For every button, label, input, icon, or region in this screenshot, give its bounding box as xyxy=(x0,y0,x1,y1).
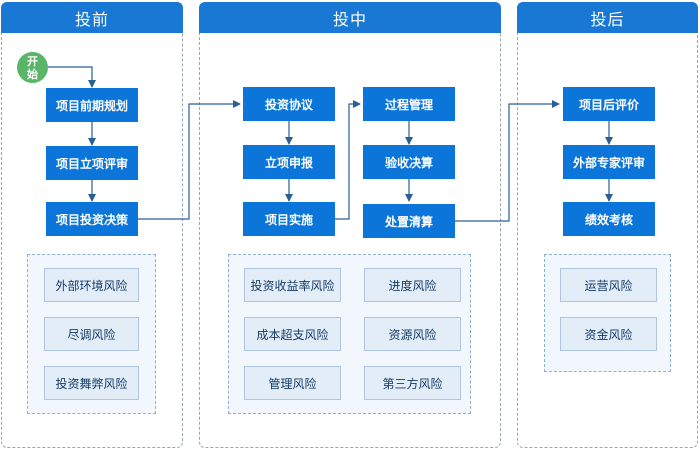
risk-mid-cost-overrun: 成本超支风险 xyxy=(244,317,341,351)
step-mid-liquidation: 处置清算 xyxy=(363,204,455,238)
step-mid-acceptance: 验收决算 xyxy=(363,145,455,179)
phase-mid-header: 投中 xyxy=(199,2,501,33)
phase-pre-header: 投前 xyxy=(1,2,183,33)
step-post-performance: 绩效考核 xyxy=(563,202,655,236)
risk-mid-management: 管理风险 xyxy=(244,366,341,400)
phase-post-header: 投后 xyxy=(517,2,698,33)
risk-pre-due-diligence: 尽调风险 xyxy=(44,317,139,351)
step-pre-approval-review: 项目立项评审 xyxy=(46,146,138,180)
step-pre-planning: 项目前期规划 xyxy=(46,88,138,122)
risk-mid-third-party: 第三方风险 xyxy=(364,366,461,400)
start-label: 开始 xyxy=(27,54,38,81)
risk-mid-return-rate: 投资收益率风险 xyxy=(244,268,341,302)
step-mid-filing: 立项申报 xyxy=(243,145,335,179)
risk-pre-external-environment: 外部环境风险 xyxy=(44,268,139,302)
step-mid-process-management: 过程管理 xyxy=(363,87,455,121)
risk-post-operation: 运营风险 xyxy=(560,268,657,302)
step-mid-agreement: 投资协议 xyxy=(243,87,335,121)
start-node: 开始 xyxy=(17,52,48,83)
step-pre-decision: 项目投资决策 xyxy=(46,202,138,236)
step-mid-implementation: 项目实施 xyxy=(243,202,335,236)
step-post-evaluation: 项目后评价 xyxy=(563,87,655,121)
risk-pre-fraud: 投资舞弊风险 xyxy=(44,366,139,400)
risk-post-funding: 资金风险 xyxy=(560,317,657,351)
step-post-expert-review: 外部专家评审 xyxy=(563,145,655,179)
risk-mid-resource: 资源风险 xyxy=(364,317,461,351)
risk-mid-schedule: 进度风险 xyxy=(364,268,461,302)
